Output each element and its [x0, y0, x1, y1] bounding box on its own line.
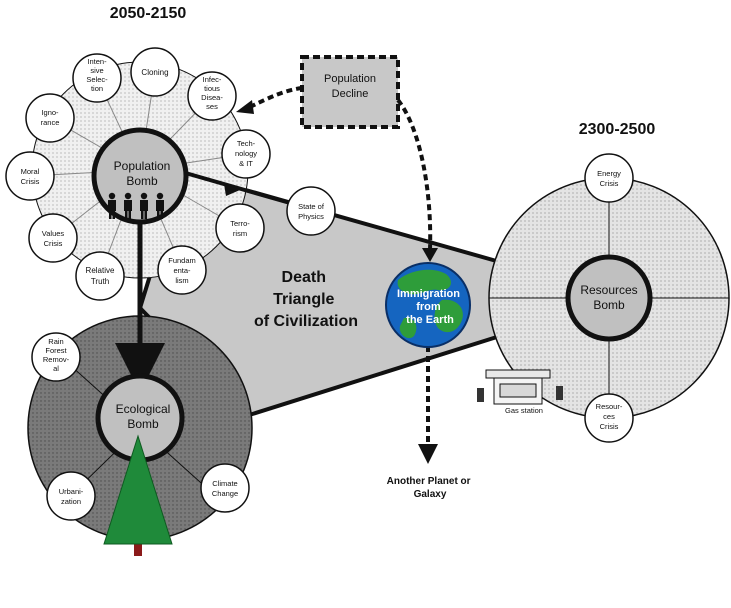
decline-arrowhead-icon	[236, 100, 254, 114]
svg-text:Cloning: Cloning	[141, 68, 168, 77]
node-cloning: Cloning	[130, 47, 180, 97]
decline-to-population-arrow	[247, 86, 303, 110]
people-icon	[108, 192, 164, 219]
node-urbanization: Urbani-zation	[46, 471, 96, 521]
svg-text:Urbani-zation: Urbani-zation	[59, 487, 84, 506]
node-terrorism: Terro-rism	[215, 203, 265, 253]
death-triangle-label: Death Triangle of Civilization	[254, 269, 358, 330]
decline-to-earth-arrow	[396, 98, 433, 251]
svg-text:Igno-rance: Igno-rance	[41, 108, 60, 127]
node-ignorance: Igno-rance	[25, 93, 75, 143]
svg-text:Tech-nology& IT: Tech-nology& IT	[235, 139, 257, 168]
destination-label: Another Planet or Galaxy	[387, 476, 474, 500]
population-decline-box	[300, 55, 400, 129]
earth-globe-icon	[385, 262, 471, 348]
galaxy-arrowhead-icon	[418, 444, 438, 464]
svg-text:Terro-rism: Terro-rism	[230, 219, 250, 238]
population-to-physics-line	[181, 170, 291, 205]
physics-arrowhead-icon	[224, 184, 240, 196]
earth-label: Immigration from the Earth	[397, 288, 463, 326]
earth-arrowhead-icon	[422, 248, 438, 262]
gas-station-icon	[477, 369, 563, 405]
period-left-label: 2050-2150	[110, 5, 187, 22]
gas-station-label: Gas station	[505, 406, 543, 415]
node-technology-it: Tech-nology& IT	[221, 129, 271, 179]
period-right-label: 2300-2500	[579, 121, 656, 138]
tree-icon	[103, 434, 173, 556]
